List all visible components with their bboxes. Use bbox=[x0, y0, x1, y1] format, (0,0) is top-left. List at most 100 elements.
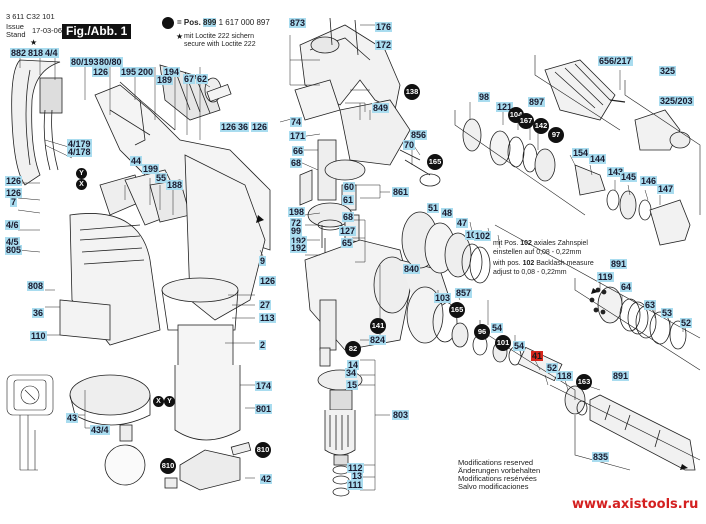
part-label-111[interactable]: 111 bbox=[347, 480, 364, 490]
part-label-171[interactable]: 171 bbox=[289, 131, 307, 141]
part-label-48[interactable]: 48 bbox=[441, 208, 454, 218]
part-label-127[interactable]: 127 bbox=[339, 226, 357, 236]
part-label-2[interactable]: 2 bbox=[259, 340, 267, 350]
part-label-60[interactable]: 60 bbox=[343, 182, 356, 192]
part-label-47[interactable]: 47 bbox=[456, 218, 469, 228]
part-label-188[interactable]: 188 bbox=[166, 180, 184, 190]
part-label-195[interactable]: 195 bbox=[120, 67, 138, 77]
circle-ref-x[interactable]: X bbox=[153, 396, 164, 407]
part-label-43[interactable]: 43 bbox=[66, 413, 79, 423]
circle-ref-142[interactable]: 142 bbox=[533, 118, 549, 134]
part-label-143[interactable]: 143 bbox=[607, 167, 625, 177]
part-label-126[interactable]: 126 bbox=[5, 176, 23, 186]
part-label-119[interactable]: 119 bbox=[597, 272, 614, 282]
part-label-61[interactable]: 61 bbox=[342, 195, 355, 205]
part-label-861[interactable]: 861 bbox=[392, 187, 410, 197]
part-label-80-80[interactable]: 80/80 bbox=[98, 57, 123, 67]
part-label-840[interactable]: 840 bbox=[403, 264, 421, 274]
part-label-194[interactable]: 194 bbox=[163, 67, 181, 77]
part-label-13[interactable]: 13 bbox=[351, 471, 364, 481]
part-label-857[interactable]: 857 bbox=[455, 288, 473, 298]
part-label-126[interactable]: 126 bbox=[251, 122, 269, 132]
circle-ref-138[interactable]: 138 bbox=[404, 84, 420, 100]
part-label-53[interactable]: 53 bbox=[661, 308, 674, 318]
part-label-66[interactable]: 66 bbox=[292, 146, 305, 156]
circle-ref-y[interactable]: Y bbox=[76, 168, 87, 179]
part-label-154[interactable]: 154 bbox=[572, 148, 590, 158]
part-label-147[interactable]: 147 bbox=[657, 184, 675, 194]
part-label-4-179[interactable]: 4/179 bbox=[67, 139, 92, 149]
part-label-126[interactable]: 126 bbox=[259, 276, 277, 286]
circle-ref-165[interactable]: 165 bbox=[427, 154, 443, 170]
part-label-882[interactable]: 882 bbox=[10, 48, 28, 58]
part-label-103[interactable]: 103 bbox=[434, 293, 452, 303]
part-label-808[interactable]: 808 bbox=[27, 281, 45, 291]
part-label-835[interactable]: 835 bbox=[592, 452, 610, 462]
part-label-52[interactable]: 52 bbox=[546, 363, 559, 373]
part-label-192[interactable]: 192 bbox=[290, 243, 308, 253]
part-label-99[interactable]: 99 bbox=[290, 226, 303, 236]
part-label-200[interactable]: 200 bbox=[137, 67, 155, 77]
part-label-118[interactable]: 118 bbox=[556, 371, 573, 381]
part-label-112[interactable]: 112 bbox=[347, 463, 364, 473]
circle-ref-163[interactable]: 163 bbox=[576, 374, 592, 390]
part-label-14[interactable]: 14 bbox=[347, 360, 360, 370]
circle-ref-82[interactable]: 82 bbox=[345, 341, 361, 357]
part-label-42[interactable]: 42 bbox=[260, 474, 273, 484]
part-label-189[interactable]: 189 bbox=[156, 75, 174, 85]
circle-ref-96[interactable]: 96 bbox=[474, 324, 490, 340]
part-label-4-4[interactable]: 4/4 bbox=[44, 48, 59, 58]
part-label-897[interactable]: 897 bbox=[528, 97, 546, 107]
part-label-54[interactable]: 54 bbox=[491, 323, 504, 333]
part-label-126[interactable]: 126 bbox=[92, 67, 110, 77]
part-label-145[interactable]: 145 bbox=[620, 172, 638, 182]
part-label-70[interactable]: 70 bbox=[403, 140, 416, 150]
part-label-9[interactable]: 9 bbox=[259, 256, 267, 266]
part-label-176[interactable]: 176 bbox=[375, 22, 393, 32]
circle-ref-810[interactable]: 810 bbox=[255, 442, 271, 458]
part-label-62[interactable]: 62 bbox=[196, 74, 209, 84]
part-label-74[interactable]: 74 bbox=[290, 117, 303, 127]
part-label-4-5[interactable]: 4/5 bbox=[5, 237, 20, 247]
part-label-55[interactable]: 55 bbox=[155, 173, 168, 183]
part-label-67[interactable]: 67 bbox=[183, 74, 196, 84]
part-label-4-6[interactable]: 4/6 bbox=[5, 220, 20, 230]
part-label-849[interactable]: 849 bbox=[372, 103, 390, 113]
part-label-126[interactable]: 126 bbox=[5, 188, 23, 198]
part-label-52[interactable]: 52 bbox=[680, 318, 693, 328]
part-label-27[interactable]: 27 bbox=[259, 300, 272, 310]
part-label-192[interactable]: 192 bbox=[290, 236, 308, 246]
part-label-15[interactable]: 15 bbox=[346, 380, 359, 390]
circle-ref-165[interactable]: 165 bbox=[449, 302, 465, 318]
part-label-36[interactable]: 36 bbox=[237, 122, 250, 132]
circle-ref-810[interactable]: 810 bbox=[160, 458, 176, 474]
part-label-891[interactable]: 891 bbox=[610, 259, 628, 269]
part-label-803[interactable]: 803 bbox=[392, 410, 410, 420]
part-label-43-4[interactable]: 43/4 bbox=[90, 425, 110, 435]
part-label-144[interactable]: 144 bbox=[589, 154, 607, 164]
part-label-44[interactable]: 44 bbox=[130, 156, 143, 166]
part-label-121[interactable]: 121 bbox=[496, 102, 514, 112]
part-label-199[interactable]: 199 bbox=[142, 164, 160, 174]
circle-ref-101[interactable]: 101 bbox=[495, 335, 511, 351]
part-label-72[interactable]: 72 bbox=[290, 218, 303, 228]
circle-ref-x[interactable]: X bbox=[76, 179, 87, 190]
circle-ref-y[interactable]: Y bbox=[164, 396, 175, 407]
part-label-873[interactable]: 873 bbox=[289, 18, 307, 28]
part-label-80-193[interactable]: 80/193 bbox=[70, 57, 100, 67]
part-label-325-203[interactable]: 325/203 bbox=[659, 96, 694, 106]
part-label-198[interactable]: 198 bbox=[288, 207, 306, 217]
part-label-102[interactable]: 102 bbox=[474, 231, 492, 241]
part-label-36[interactable]: 36 bbox=[32, 308, 45, 318]
circle-ref-97[interactable]: 97 bbox=[548, 127, 564, 143]
part-label-146[interactable]: 146 bbox=[640, 176, 658, 186]
circle-ref-167[interactable]: 167 bbox=[518, 113, 534, 129]
part-label-325[interactable]: 325 bbox=[659, 66, 677, 76]
part-label-174[interactable]: 174 bbox=[255, 381, 273, 391]
part-label-102[interactable]: 102 bbox=[465, 230, 483, 240]
part-label-51[interactable]: 51 bbox=[427, 203, 440, 213]
part-label-805[interactable]: 805 bbox=[5, 245, 23, 255]
part-label-68[interactable]: 68 bbox=[342, 212, 355, 222]
part-label-34[interactable]: 34 bbox=[345, 368, 358, 378]
part-label-818[interactable]: 818 bbox=[27, 48, 45, 58]
